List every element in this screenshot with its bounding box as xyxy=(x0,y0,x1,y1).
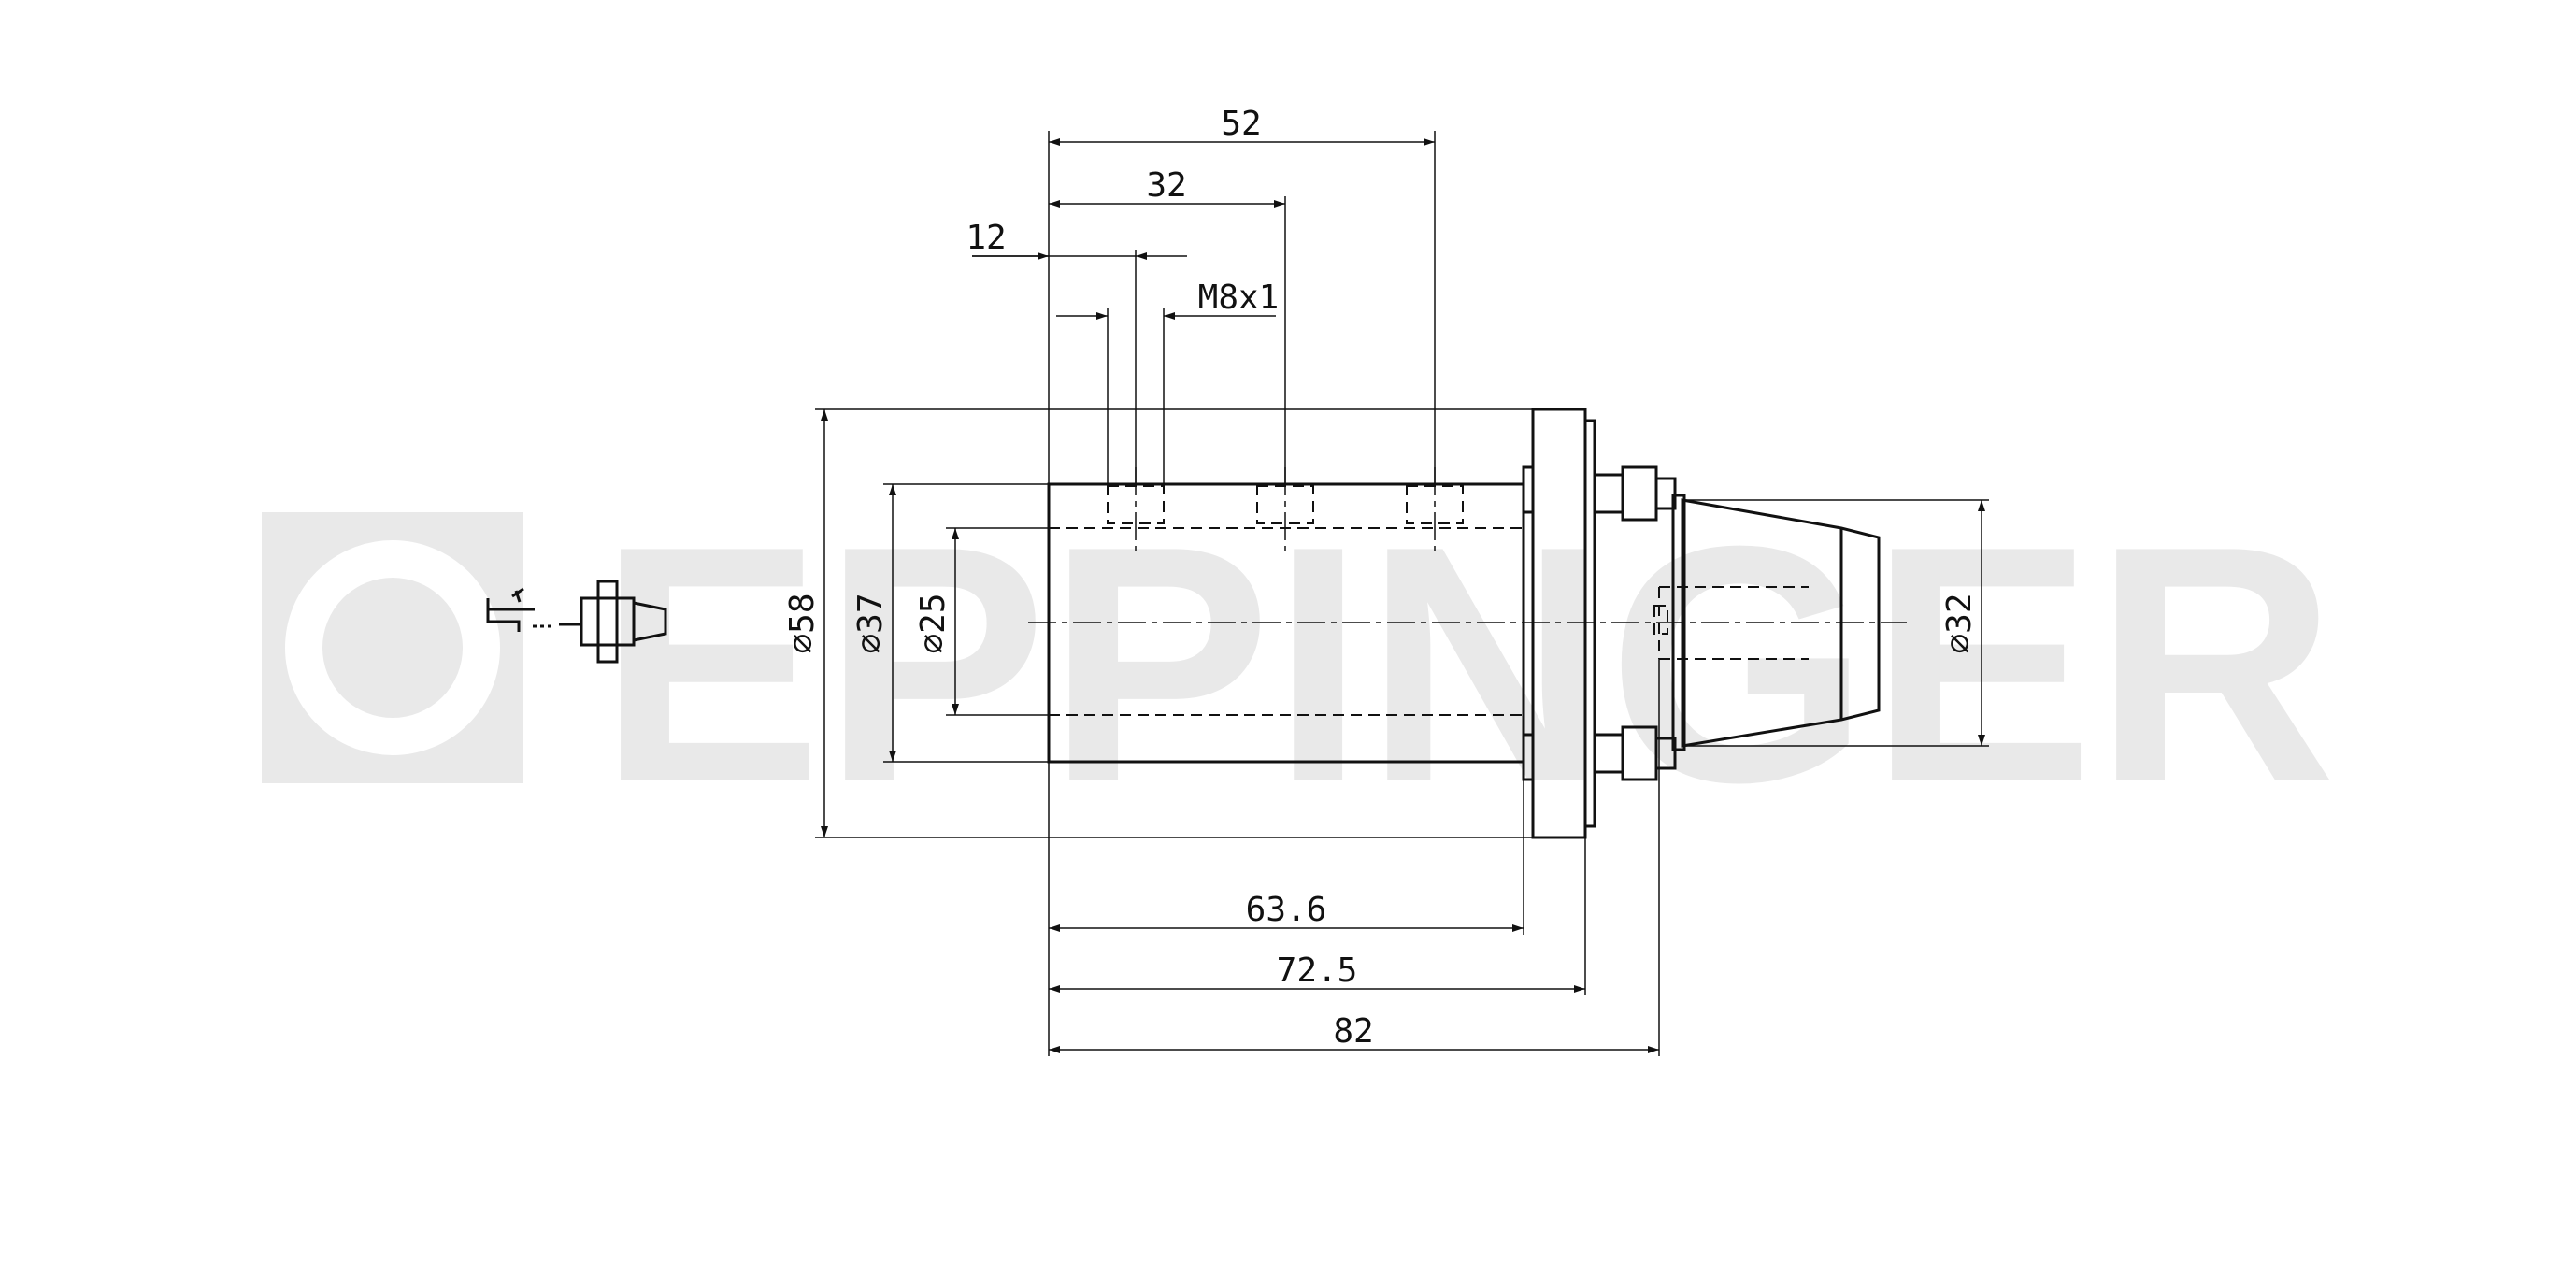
dimension-lines xyxy=(821,138,1985,1053)
dimension-labels: 52 32 12 M8x1 ⌀58 ⌀37 ⌀25 ⌀32 63.6 72.5 … xyxy=(783,105,1979,1051)
dim-82-label: 82 xyxy=(1333,1012,1373,1051)
flange-step xyxy=(1583,419,1596,828)
dim-72-5-label: 72.5 xyxy=(1277,952,1358,990)
flange-pin-bottom xyxy=(1522,733,1535,781)
tool-holder-icon xyxy=(559,580,667,664)
dim-52-label: 52 xyxy=(1221,105,1261,143)
dia-37-label: ⌀37 xyxy=(852,593,890,653)
flange-pin-top xyxy=(1522,465,1535,514)
dia-25-label: ⌀25 xyxy=(914,593,952,653)
dia-32-label: ⌀32 xyxy=(1940,593,1979,653)
dim-32-label: 32 xyxy=(1146,166,1186,205)
dim-63-6-label: 63.6 xyxy=(1246,891,1327,929)
dim-12-label: 12 xyxy=(966,219,1006,257)
screw-tip-bottom xyxy=(1654,737,1677,770)
extension-lines xyxy=(815,131,1989,1056)
coolant-tap-icon xyxy=(486,587,551,632)
watermark-text: EPPINGER xyxy=(598,477,2337,852)
screw-tip-top xyxy=(1654,477,1677,510)
watermark-logo-ring xyxy=(285,540,500,755)
thread-label: M8x1 xyxy=(1198,279,1280,317)
watermark: EPPINGER xyxy=(262,477,2337,852)
dia-58-label: ⌀58 xyxy=(783,593,822,653)
